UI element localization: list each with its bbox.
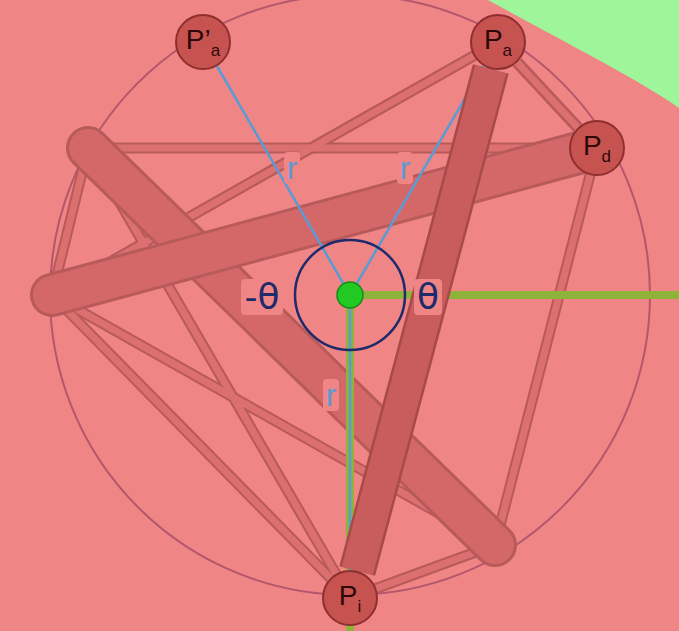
point-name: Pd — [583, 132, 611, 165]
rod-frame — [52, 42, 597, 598]
angle-label: -θ — [241, 279, 282, 315]
center-dot — [337, 282, 363, 308]
radius-label: r — [284, 152, 301, 184]
radius-label: r — [323, 379, 340, 411]
rod-connector — [357, 69, 491, 571]
point-circle: Pi — [322, 570, 378, 626]
angle-label: θ — [414, 279, 442, 315]
rod-connector — [517, 62, 578, 127]
point-circle: Pa — [470, 14, 526, 70]
point-circle: Pd — [569, 120, 625, 176]
radius-lines — [203, 42, 498, 598]
point-name: P’a — [186, 26, 220, 59]
point-name: Pi — [339, 582, 361, 615]
point-circle: P’a — [175, 14, 231, 70]
radius-label: r — [397, 152, 414, 184]
angle-arc — [295, 240, 405, 350]
point-name: Pa — [484, 26, 512, 59]
